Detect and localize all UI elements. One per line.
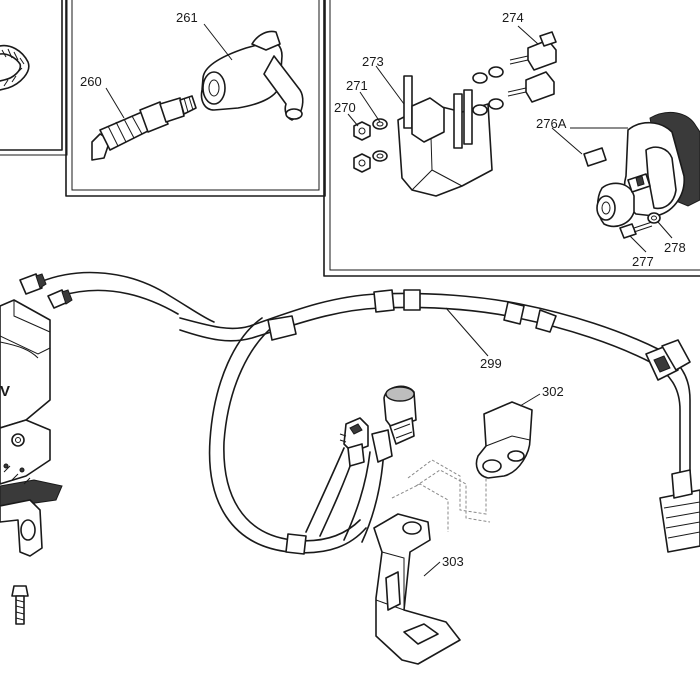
washers-mount <box>472 66 504 116</box>
screw-277 <box>619 221 653 239</box>
callout-261: 261 <box>176 10 198 25</box>
callout-303: 303 <box>442 554 464 569</box>
leader-lines <box>105 23 673 577</box>
bracket-302 <box>475 401 533 479</box>
ignition-coil-bracket <box>397 75 493 197</box>
temperature-switch <box>339 417 369 467</box>
callout-273: 273 <box>362 54 384 69</box>
spark-plug <box>91 95 197 161</box>
control-box-label: V <box>0 383 10 400</box>
pressure-sensor <box>371 385 417 463</box>
harness-connector-upper <box>645 339 691 381</box>
bracket-303 <box>373 513 461 665</box>
callout-277: 277 <box>632 254 654 269</box>
inset-frame-ignition <box>323 0 700 277</box>
wire-connector-terminals <box>19 273 73 309</box>
callout-260: 260 <box>80 74 102 89</box>
inset-frame-spark-plug <box>65 0 326 197</box>
rubber-mount-274 <box>507 31 557 103</box>
washer-271 <box>372 118 388 162</box>
callout-302: 302 <box>542 384 564 399</box>
callout-276a: 276A <box>536 116 567 131</box>
harness-connector-lower <box>659 469 700 553</box>
callout-271: 271 <box>346 78 368 93</box>
spark-plug-boot <box>200 30 304 121</box>
ignition-coil-276a <box>583 111 700 228</box>
sensor-branch-wires <box>305 447 385 543</box>
nut-270 <box>353 121 371 173</box>
inset-frame-left <box>0 0 68 156</box>
callout-270: 270 <box>334 100 356 115</box>
control-box <box>0 299 63 557</box>
washer-278 <box>647 212 661 224</box>
callout-299: 299 <box>480 356 502 371</box>
mounting-bolt <box>11 585 29 625</box>
callout-278: 278 <box>664 240 686 255</box>
wiring-harness <box>39 271 691 555</box>
callout-274: 274 <box>502 10 524 25</box>
assembly-dashed-lines <box>391 459 491 532</box>
gasket-fragment <box>0 44 30 91</box>
